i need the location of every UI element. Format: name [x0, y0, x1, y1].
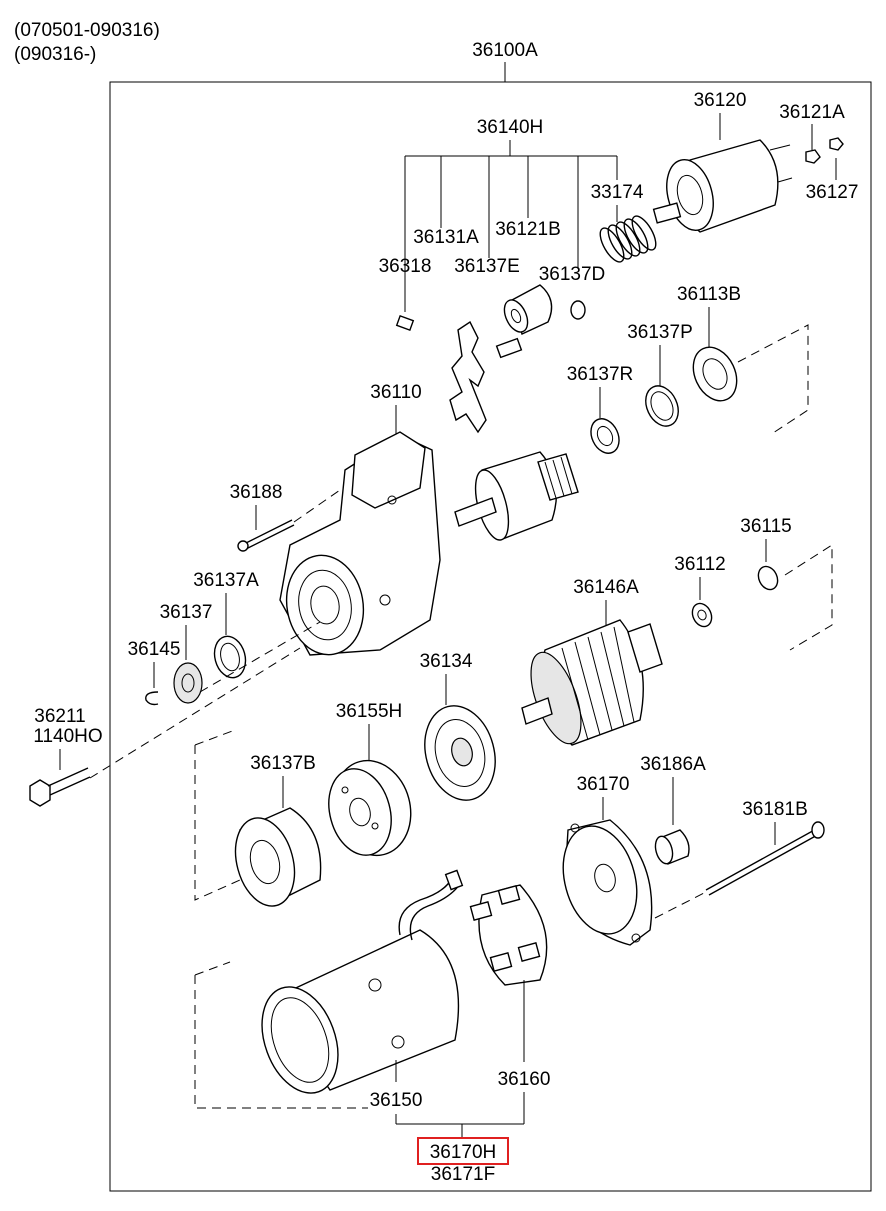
label-36160[interactable]: 36160 — [498, 1069, 551, 1090]
rear-cover-36170 — [562, 819, 653, 946]
ring-36115 — [757, 565, 779, 591]
dash-guide-left-middle — [194, 729, 241, 901]
bearing-plate-36155H — [328, 759, 412, 857]
solenoid-36120 — [652, 139, 793, 233]
armature-36146A — [521, 619, 663, 746]
dash-guide-middle — [784, 544, 833, 651]
date-range-2: (090316-) — [14, 44, 96, 65]
pin-36318 — [395, 315, 415, 331]
clip-36145 — [145, 691, 159, 706]
bracket-36170H — [395, 1092, 525, 1138]
cover-36137B — [234, 807, 322, 907]
label-36188[interactable]: 36188 — [230, 482, 283, 503]
label-36140H[interactable]: 36140H — [477, 117, 544, 138]
assembly-frame — [109, 81, 872, 1192]
label-1140HO[interactable]: 1140HO — [33, 726, 102, 747]
label-36115[interactable]: 36115 — [740, 516, 791, 537]
label-36121B[interactable]: 36121B — [495, 219, 561, 240]
block-36137E — [495, 337, 523, 359]
label-36134[interactable]: 36134 — [420, 651, 473, 672]
assembly-number[interactable]: 36100A — [472, 40, 538, 61]
label-36150[interactable]: 36150 — [370, 1090, 423, 1111]
lever-36131A — [449, 320, 487, 434]
clutch-shaft-assembly — [454, 451, 579, 541]
dash-bolt-36188 — [293, 489, 341, 523]
brush-holder-36160 — [469, 884, 548, 986]
label-36113B[interactable]: 36113B — [677, 284, 741, 305]
label-36110[interactable]: 36110 — [370, 382, 421, 403]
bolt-36211 — [29, 767, 91, 807]
label-36120[interactable]: 36120 — [694, 90, 747, 111]
washer-36113B — [692, 346, 738, 402]
dash-axis-bolt — [89, 647, 301, 779]
yoke-36150 — [261, 869, 464, 1094]
pinion-gear-36137 — [173, 662, 203, 704]
label-36170[interactable]: 36170 — [577, 774, 630, 795]
label-36137[interactable]: 36137 — [160, 602, 213, 623]
label-36181B[interactable]: 36181B — [742, 799, 808, 820]
washer-36137R — [590, 418, 620, 454]
date-range-1: (070501-090316) — [14, 20, 160, 41]
highlight-box-36170H — [417, 1137, 509, 1165]
label-36170H[interactable]: 36170H — [430, 1142, 497, 1163]
cap-36137D — [570, 300, 586, 320]
label-36112[interactable]: 36112 — [674, 554, 725, 575]
nut-36121A — [805, 149, 821, 164]
spring-33174 — [599, 215, 657, 263]
label-36211[interactable]: 36211 — [34, 706, 85, 727]
label-36137D[interactable]: 36137D — [539, 264, 606, 285]
label-36318[interactable]: 36318 — [379, 256, 432, 277]
label-36137A[interactable]: 36137A — [193, 570, 259, 591]
dash-axis-pinion — [199, 621, 321, 693]
bolt-36188 — [237, 519, 295, 552]
through-bolt-36181B — [705, 821, 825, 896]
bracket-36140H — [404, 140, 618, 312]
washer-36137A — [213, 635, 247, 679]
plunger-36121B — [503, 284, 553, 335]
label-36186A[interactable]: 36186A — [640, 754, 706, 775]
label-36145[interactable]: 36145 — [128, 639, 181, 660]
label-33174[interactable]: 33174 — [591, 182, 644, 203]
label-36146A[interactable]: 36146A — [573, 577, 639, 598]
washer-36112 — [691, 602, 713, 628]
label-36171F[interactable]: 36171F — [431, 1164, 495, 1185]
dash-guide-upper — [737, 324, 809, 436]
label-36121A[interactable]: 36121A — [779, 102, 845, 123]
plate-36134 — [424, 705, 496, 801]
washer-36137P — [645, 385, 679, 427]
nut-36127 — [829, 137, 844, 151]
label-36137B[interactable]: 36137B — [250, 753, 316, 774]
label-36137P[interactable]: 36137P — [627, 322, 693, 343]
label-36137R[interactable]: 36137R — [567, 364, 634, 385]
label-36155H[interactable]: 36155H — [336, 701, 403, 722]
label-36127[interactable]: 36127 — [806, 182, 859, 203]
dash-guide-left-lower — [194, 961, 368, 1109]
bushing-36186A — [654, 829, 690, 865]
dash-through-bolt — [654, 891, 707, 919]
label-36137E[interactable]: 36137E — [454, 256, 520, 277]
front-housing-36110 — [279, 431, 441, 656]
label-36131A[interactable]: 36131A — [413, 227, 479, 248]
